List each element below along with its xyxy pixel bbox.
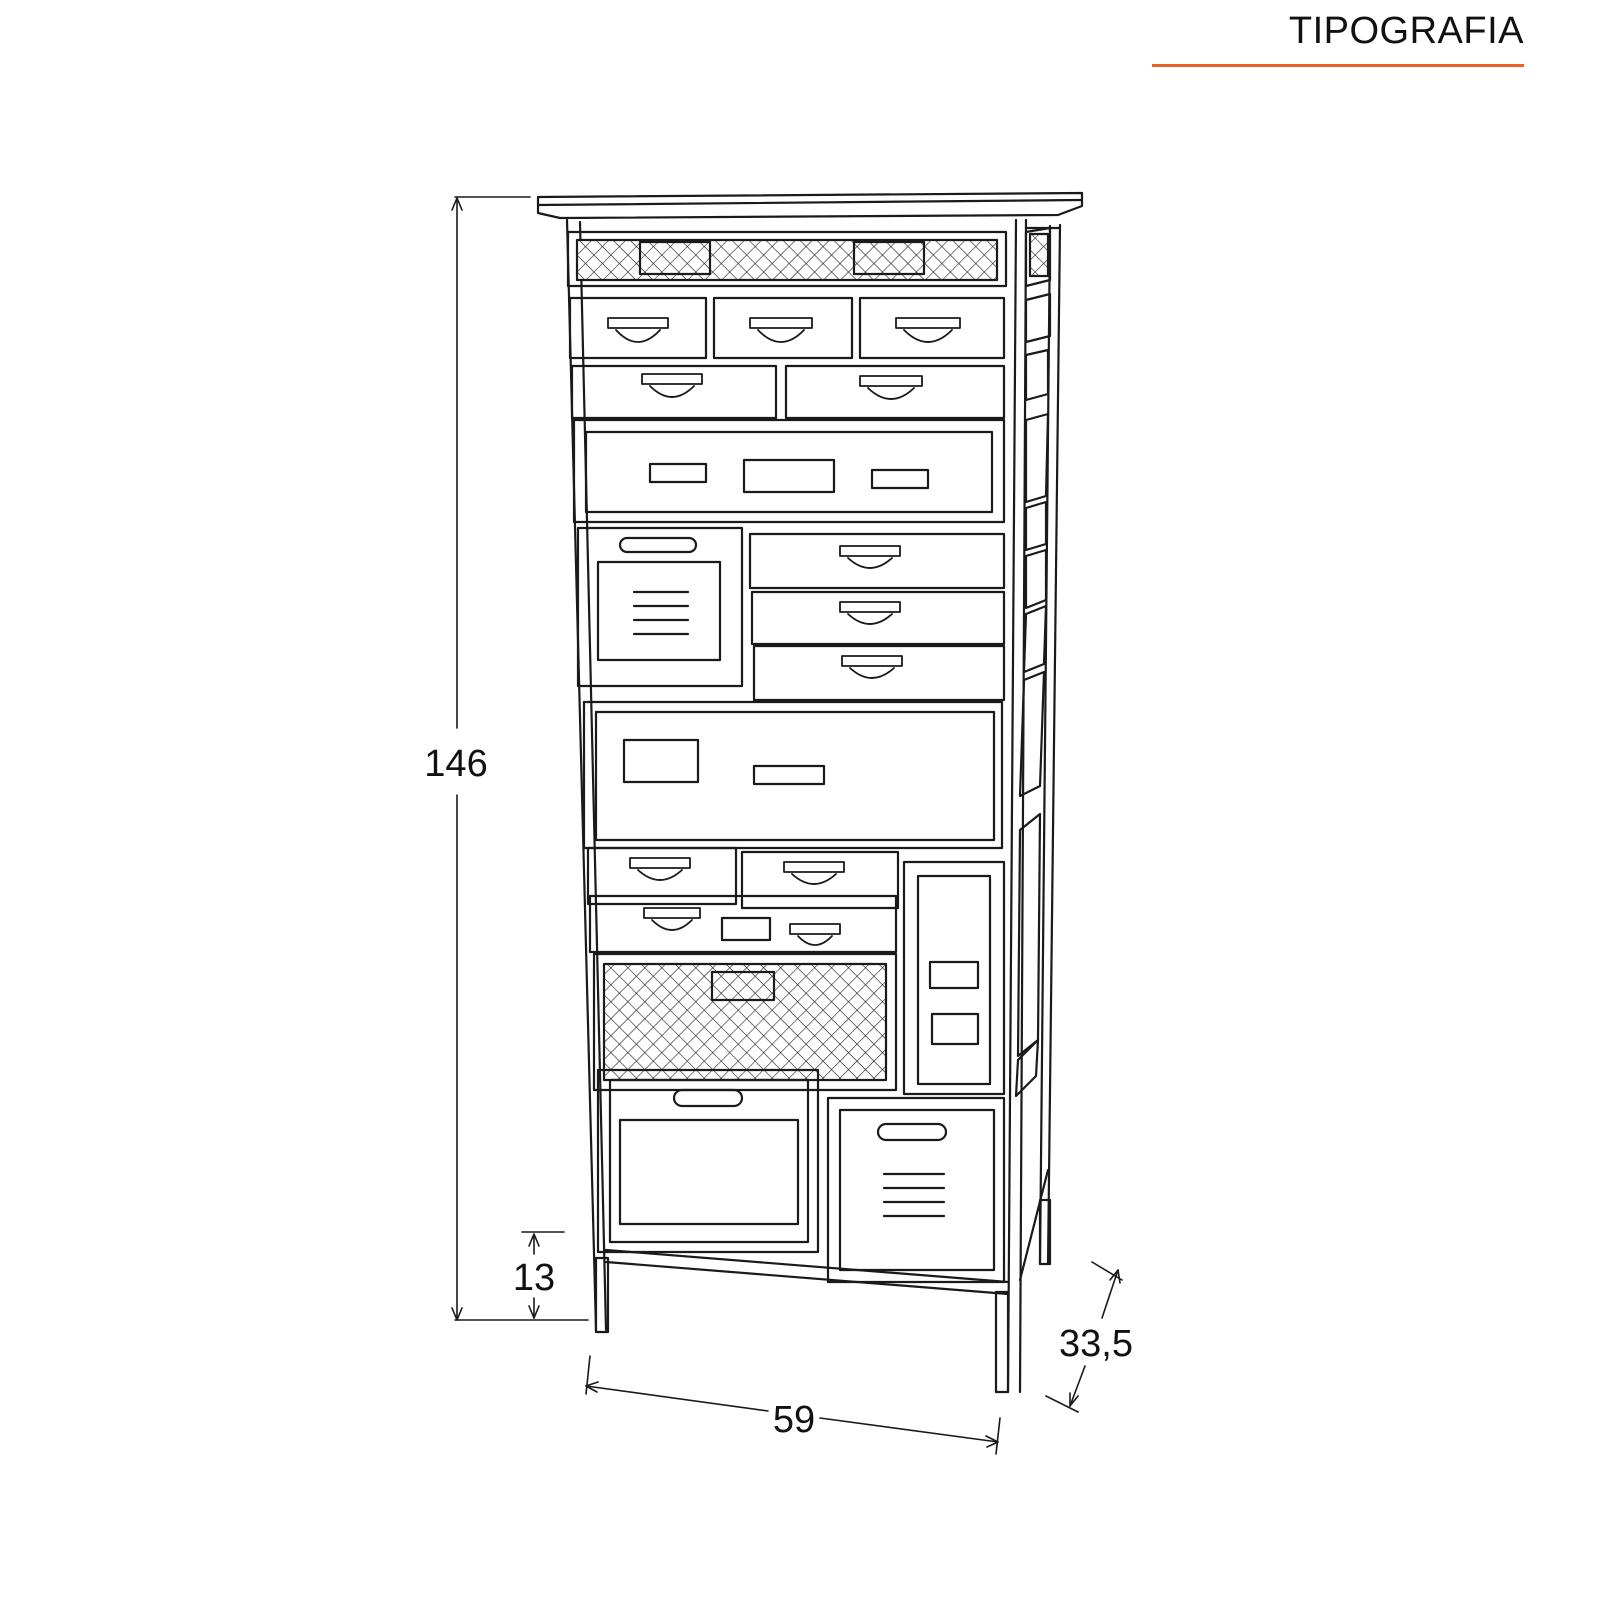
drawer-row-3 <box>570 364 1006 420</box>
wide-drawer-1 <box>572 418 1006 524</box>
drawer-row-8 <box>588 894 898 954</box>
page-title: TIPOGRAFIA <box>1288 10 1524 52</box>
title-underline <box>1152 64 1524 67</box>
cabinet-frame <box>565 218 1062 1394</box>
bottom-door-right <box>826 1096 1006 1284</box>
mesh-drawer-lower <box>592 952 898 1092</box>
mesh-drawer-top <box>566 230 1050 288</box>
side-panels <box>1014 226 1052 1098</box>
depth-label: 33,5 <box>1059 1323 1133 1365</box>
dimension-lines <box>451 196 1123 1455</box>
leg-height-label: 13 <box>513 1257 555 1299</box>
cup-handles <box>607 317 961 946</box>
drawer-row-2 <box>568 296 1006 360</box>
width-label: 59 <box>773 1399 815 1441</box>
drawer-stack-1 <box>748 532 1006 702</box>
bottom-door-left <box>596 1068 820 1254</box>
wide-drawer-2 <box>582 700 1004 850</box>
cabinet-top <box>536 191 1084 220</box>
locker-door-1 <box>576 526 744 688</box>
cabinet-legs <box>594 1198 1052 1394</box>
height-label: 146 <box>424 743 487 785</box>
drawer-row-7 <box>586 846 1006 1096</box>
